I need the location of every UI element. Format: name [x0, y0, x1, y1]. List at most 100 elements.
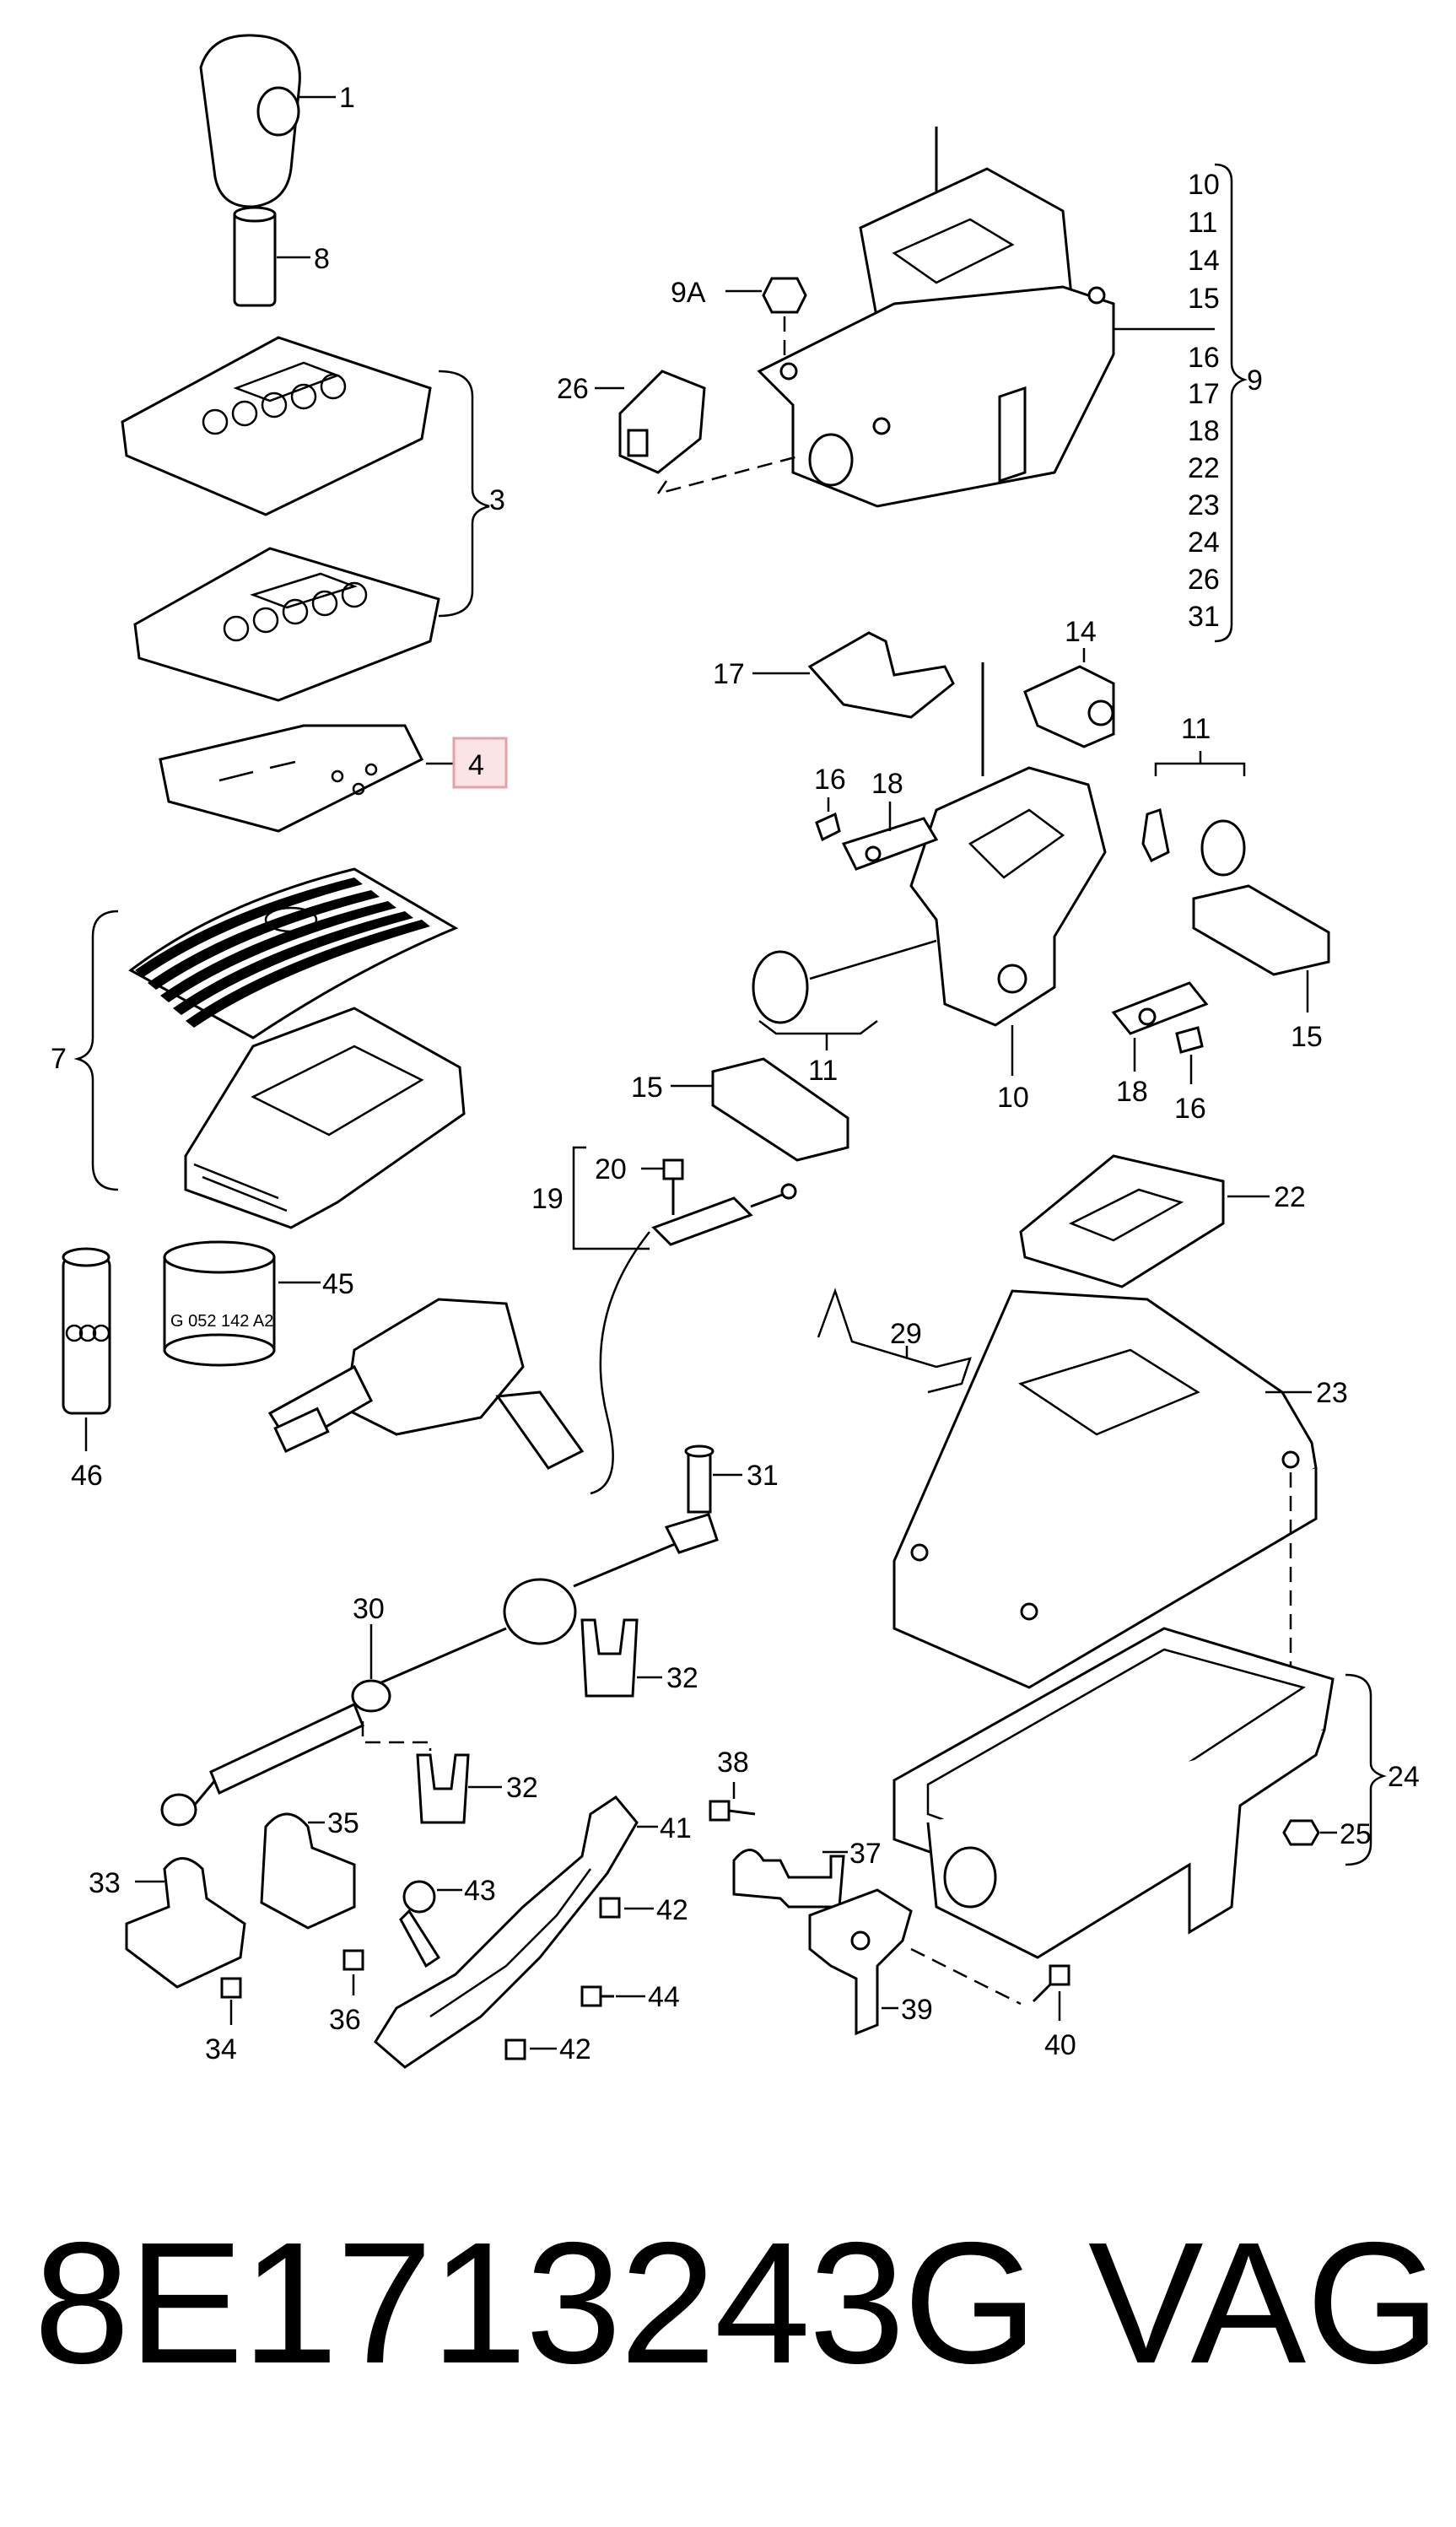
highlight-box-4	[452, 737, 508, 789]
callout-26: 26	[557, 373, 589, 405]
part-42-bolt-lower: 42	[504, 2033, 591, 2065]
part-43-ball-socket: 43	[399, 1875, 496, 1968]
part-45-grease-can: G 052 142 A2 45	[163, 1240, 354, 1367]
callout-37: 37	[849, 1838, 882, 1870]
callout-9-item: 18	[1188, 415, 1220, 447]
part-32-clip-upper: 32	[580, 1618, 698, 1698]
callout-9: 9	[1247, 364, 1263, 397]
callout-41: 41	[660, 1812, 692, 1844]
part-7-shift-housing: 7	[51, 867, 466, 1229]
part-26-switch: 26	[557, 370, 802, 496]
part-16-screw-bottom: 16	[1174, 1026, 1206, 1125]
callout-9-item: 16	[1188, 342, 1220, 374]
part-42-bolt-upper: 42	[599, 1894, 688, 1926]
callout-9-item: 31	[1188, 601, 1220, 633]
part-14-actuator: 14	[1023, 616, 1115, 748]
part-36-bolt: 36	[329, 1949, 364, 2036]
callout-30: 30	[353, 1593, 385, 1625]
part-44-bolt: 44	[580, 1981, 680, 2013]
callout-9-item: 22	[1188, 452, 1220, 484]
part-15-slide-left: 15	[631, 1057, 849, 1162]
callout-9-item: 17	[1188, 378, 1220, 410]
callout-15-left: 15	[631, 1072, 663, 1104]
part-46-grease-tube: 46	[62, 1247, 111, 1492]
part-22-trim: 22	[1019, 1154, 1306, 1288]
exploded-parts-diagram: 1 8 3 4	[51, 34, 1420, 2069]
callout-25: 25	[1340, 1818, 1372, 1850]
part-19-cable-lock: 19	[531, 1146, 797, 1495]
callout-3: 3	[489, 484, 505, 516]
part-11-gears-top: 11	[1141, 713, 1246, 877]
part-20-bolt: 20	[595, 1153, 684, 1215]
callout-42-lower: 42	[559, 2033, 591, 2065]
part-32-clip-lower: 32	[416, 1753, 538, 1824]
part-29-spring-wire: 29	[817, 1288, 972, 1394]
part-38-bolt: 38	[709, 1747, 756, 1822]
part-39-mount: 39	[808, 1888, 1022, 2036]
callout-29: 29	[890, 1318, 922, 1350]
callout-20: 20	[595, 1153, 627, 1185]
part-37-bracket: 37	[732, 1838, 882, 1909]
callout-44: 44	[648, 1981, 680, 2013]
callout-39: 39	[901, 1994, 933, 2026]
callout-22: 22	[1274, 1181, 1306, 1213]
callout-11-top: 11	[1181, 713, 1211, 745]
part-31-stud: 31	[684, 1444, 779, 1514]
part-35-bracket: 35	[260, 1807, 359, 1930]
callout-9-list: 10 11 14 15 16 17 18 22 23 24 26 31	[1188, 169, 1220, 633]
callout-32-upper: 32	[666, 1662, 698, 1694]
callout-15-right: 15	[1291, 1021, 1323, 1053]
callout-34: 34	[205, 2033, 237, 2065]
ignition-lock-unit	[267, 1298, 585, 1470]
callout-36: 36	[329, 2004, 361, 2036]
callout-9A: 9A	[671, 277, 706, 309]
part-3-cover-plates: 3	[121, 336, 505, 702]
callout-42-upper: 42	[656, 1894, 688, 1926]
part-11-gear-bottom: 11	[752, 939, 937, 1087]
part-41-mounting-bracket: 41	[374, 1795, 692, 2069]
brand-name: VAG	[1088, 2206, 1441, 2400]
part-18-slide-bottom: 18	[1111, 981, 1209, 1108]
part-1-gear-knob: 1	[199, 34, 355, 208]
callout-1: 1	[339, 82, 355, 114]
callout-4: 4	[468, 749, 484, 781]
callout-8: 8	[314, 243, 330, 275]
callout-16-top: 16	[814, 764, 846, 796]
callout-17: 17	[713, 658, 745, 690]
callout-35: 35	[327, 1807, 359, 1839]
callout-9-item: 10	[1188, 169, 1220, 201]
callout-9-item: 14	[1188, 245, 1220, 277]
part-15-slide-right: 15	[1192, 884, 1330, 1053]
callout-31: 31	[747, 1460, 779, 1492]
part-17-lock-bar: 17	[713, 631, 955, 719]
part-16-screw-top: 16	[814, 764, 846, 842]
callout-45: 45	[322, 1268, 354, 1300]
callout-11-bottom: 11	[808, 1055, 838, 1087]
callout-9-item: 23	[1188, 489, 1220, 521]
callout-24: 24	[1388, 1761, 1420, 1793]
part-4-indicator-plate: 4	[159, 724, 508, 833]
callout-32-lower: 32	[506, 1772, 538, 1804]
part-23-selector-housing: 23	[892, 1289, 1348, 1689]
part-34-bolt: 34	[205, 1977, 242, 2065]
callout-19: 19	[531, 1183, 564, 1215]
callout-9-item: 24	[1188, 526, 1220, 559]
callout-9-item: 26	[1188, 564, 1220, 596]
part-9A-nut: 9A	[671, 277, 807, 363]
part-number: 8E1713243G	[34, 2206, 1038, 2400]
part-10-selector-lever: 10	[909, 662, 1107, 1114]
callout-18-bottom: 18	[1116, 1076, 1148, 1108]
part-33-bracket: 33	[89, 1857, 246, 1989]
callout-16-bottom: 16	[1174, 1093, 1206, 1125]
callout-10: 10	[997, 1082, 1029, 1114]
callout-38: 38	[717, 1747, 749, 1779]
callout-9-item: 15	[1188, 283, 1220, 315]
part-25-nut: 25	[1282, 1818, 1372, 1850]
callout-46: 46	[71, 1460, 103, 1492]
can-label: G 052 142 A2	[170, 1312, 273, 1331]
callout-18-top: 18	[871, 768, 903, 800]
callout-7: 7	[51, 1043, 67, 1075]
part-8-sleeve: 8	[233, 206, 330, 307]
callout-14: 14	[1065, 616, 1097, 648]
callout-23: 23	[1316, 1377, 1348, 1409]
